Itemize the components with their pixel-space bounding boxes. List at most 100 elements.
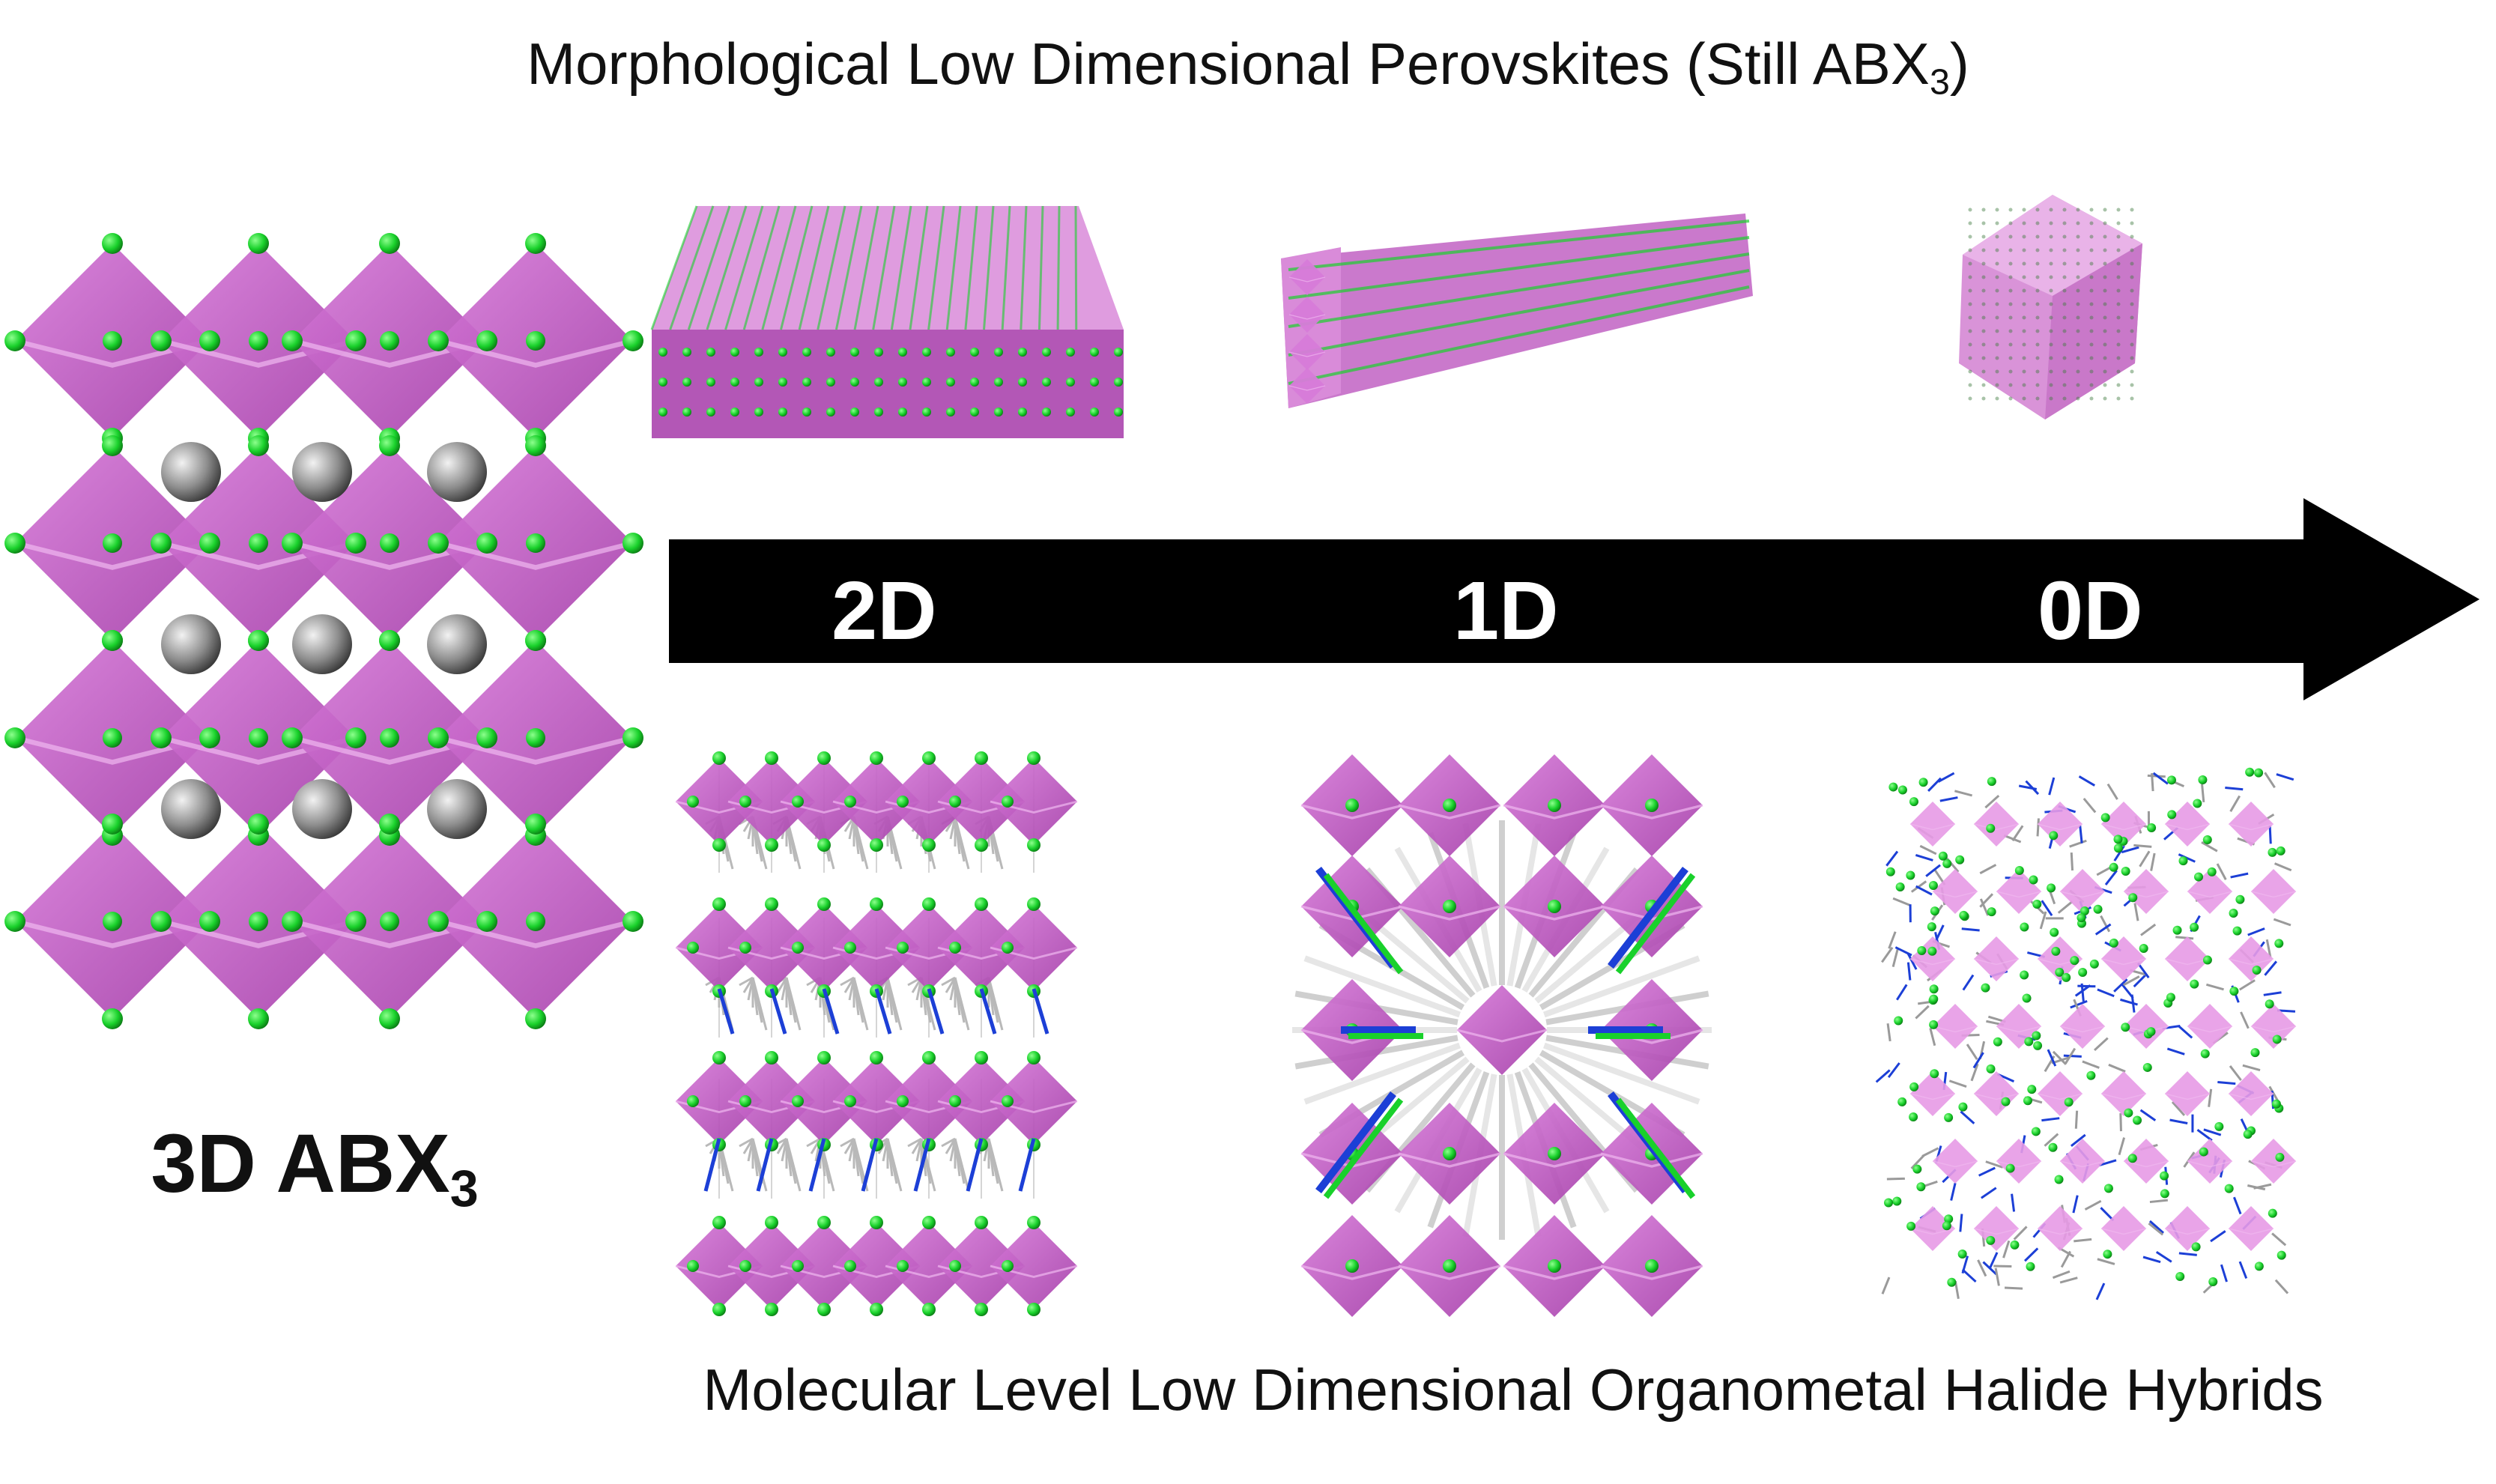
organic-chain <box>1881 946 1894 963</box>
organic-chain <box>1543 955 1700 1018</box>
halide-atom-icon <box>897 796 909 808</box>
halide-atom-icon <box>739 796 751 808</box>
octahedron-icon <box>676 904 763 991</box>
halide-atom-icon <box>1906 1221 1916 1231</box>
organic-chain <box>2208 1088 2213 1107</box>
halide-atom-icon <box>2029 875 2038 885</box>
halide-atom-icon <box>2064 1097 2074 1107</box>
octahedron-icon <box>833 1223 920 1309</box>
halide-atom-icon <box>151 911 172 932</box>
cube-grid-dot <box>2103 315 2107 320</box>
organic-chain <box>1881 1276 1891 1294</box>
cube-grid-dot <box>2076 221 2080 225</box>
halide-atom-icon <box>765 1303 778 1316</box>
halide-atom-icon <box>970 348 979 357</box>
organic-chain <box>2044 1133 2059 1147</box>
halide-atom-icon <box>765 751 778 765</box>
organic-chain <box>2069 839 2087 848</box>
organic-chain <box>2039 911 2047 930</box>
halide-atom-icon <box>817 838 831 852</box>
cube-grid-dot <box>1995 248 1999 252</box>
cation-sphere-icon <box>161 614 221 674</box>
cube-grid-dot <box>2049 275 2053 279</box>
organic-chain <box>1910 1154 1925 1169</box>
halide-atom-icon <box>380 533 399 553</box>
octahedron-edge <box>1932 1026 1978 1033</box>
organic-chain <box>2142 1256 2161 1264</box>
halide-atom-icon <box>898 378 907 387</box>
halide-atom-icon <box>2032 900 2042 909</box>
organic-chain <box>1979 864 1997 875</box>
octahedron-icon <box>1910 802 1955 847</box>
organic-chain <box>2238 979 2256 991</box>
halide-atom-icon <box>1930 906 1939 916</box>
octahedron-edge <box>2059 891 2106 898</box>
organic-chain <box>2210 1230 2226 1243</box>
cube-grid-dot <box>2049 302 2053 306</box>
halide-atom-icon <box>870 838 883 852</box>
halide-atom-icon <box>1548 900 1561 913</box>
cube-grid-dot <box>2008 234 2013 239</box>
cube-grid-dot <box>2089 342 2094 347</box>
organic-chain <box>907 1137 922 1148</box>
halide-atom-icon <box>922 1051 936 1064</box>
octahedron-icon <box>1910 1071 1955 1116</box>
cube-grid-dot <box>2062 208 2067 212</box>
halide-atom-icon <box>792 1095 804 1107</box>
cube-grid-dot <box>2035 261 2040 266</box>
halide-atom-icon <box>687 796 699 808</box>
halide-atom-icon <box>2202 955 2212 965</box>
halide-atom-icon <box>1942 1221 1951 1231</box>
halide-atom-icon <box>2022 993 2032 1003</box>
octahedron-icon <box>1974 802 2019 847</box>
organic-chain <box>2078 775 2096 787</box>
organic-chain <box>1977 1259 1987 1277</box>
cube-grid-dot <box>1981 315 1986 320</box>
octahedron-icon <box>885 1223 972 1309</box>
halide-atom-icon <box>1885 867 1895 876</box>
organic-chain <box>1915 853 1933 861</box>
cube-grid-dot <box>2130 275 2134 279</box>
organic-chain <box>2247 927 2265 936</box>
halide-atom-icon <box>1927 922 1936 932</box>
halide-atom-icon <box>428 330 449 351</box>
halide-atom-icon <box>817 1051 831 1064</box>
halide-atom-icon <box>1345 799 1359 812</box>
octahedron-edge <box>2059 1160 2106 1168</box>
halide-atom-icon <box>975 751 988 765</box>
halide-atom-icon <box>2167 810 2177 820</box>
halide-atom-icon <box>526 533 545 553</box>
octahedron-icon <box>1996 1004 2041 1049</box>
halide-atom-icon <box>1002 1095 1014 1107</box>
cube-grid-dot <box>1981 356 1986 360</box>
octahedron-icon <box>2165 936 2210 981</box>
halide-atom-icon <box>103 912 122 931</box>
organic-chain <box>1927 777 1942 793</box>
halide-atom-icon <box>2235 894 2245 904</box>
cube-grid-dot <box>2022 315 2026 320</box>
organic-chain <box>1906 953 1918 970</box>
cube-grid-dot <box>2116 275 2121 279</box>
organic-chain <box>2064 1047 2077 1064</box>
halide-atom-icon <box>2207 867 2217 876</box>
cube-grid-dot <box>2130 208 2134 212</box>
octahedron-icon <box>2165 802 2210 847</box>
halide-atom-icon <box>2027 1085 2037 1094</box>
halide-atom-icon <box>792 942 804 954</box>
cube-grid-dot <box>2089 329 2094 333</box>
organic-chain <box>2072 1195 2079 1214</box>
organic-chain <box>1993 1265 2012 1268</box>
sheet-atom-row <box>927 205 945 330</box>
halide-atom-icon <box>817 1216 831 1229</box>
octahedron-edge <box>2228 823 2274 831</box>
cube-grid-dot <box>2076 369 2080 374</box>
cube-grid-dot <box>1995 396 1999 401</box>
halide-atom-icon <box>379 233 400 254</box>
cation-sphere-icon <box>161 779 221 839</box>
halide-atom-icon <box>1944 1214 1954 1224</box>
halide-atom-icon <box>345 330 366 351</box>
organic-chain <box>2264 960 2277 976</box>
halide-atom-icon <box>1002 796 1014 808</box>
sheet-atom-row <box>872 205 896 330</box>
sheet-atom-row <box>780 205 814 330</box>
